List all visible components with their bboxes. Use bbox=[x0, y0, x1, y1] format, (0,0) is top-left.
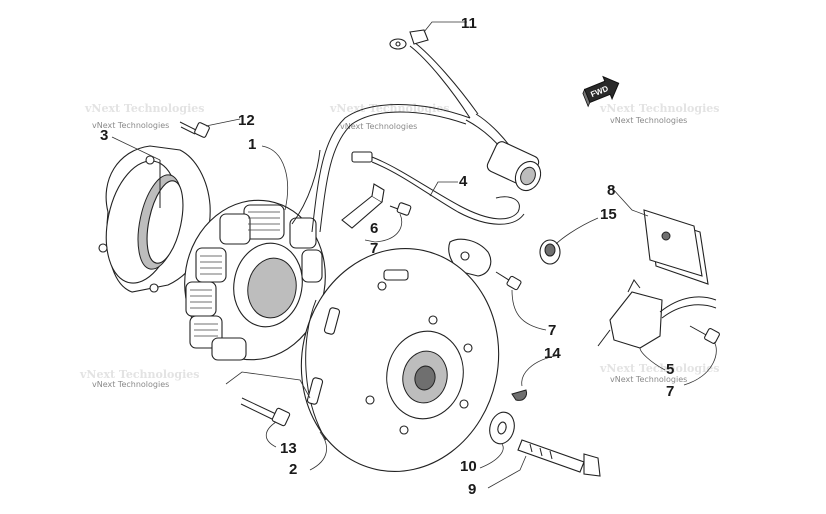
callout-8: 8 bbox=[607, 182, 615, 199]
callout-7: 7 bbox=[548, 322, 556, 339]
callout-1: 1 bbox=[248, 136, 256, 153]
stator-coil-assembly bbox=[184, 149, 326, 361]
watermark-ghost: vNext Technologies bbox=[599, 102, 719, 115]
watermark-ghost: vNext Technologies bbox=[84, 102, 204, 115]
woodruff-key bbox=[511, 389, 527, 401]
watermark-text: vNext Technologies bbox=[610, 116, 687, 125]
grommet bbox=[539, 239, 561, 265]
flywheel bbox=[300, 248, 500, 472]
callout-6: 6 bbox=[370, 220, 378, 237]
callouts: 11 12 3 1 4 6 7 8 15 7 14 5 7 13 2 10 9 bbox=[100, 15, 674, 498]
wire-harness bbox=[311, 41, 542, 233]
coil-screw bbox=[689, 325, 720, 344]
callout-14: 14 bbox=[544, 345, 561, 362]
callout-7: 7 bbox=[666, 383, 674, 400]
watermark-text: vNext Technologies bbox=[92, 380, 169, 389]
coil-windings bbox=[190, 211, 280, 337]
callout-11: 11 bbox=[461, 15, 477, 32]
callout-3: 3 bbox=[100, 127, 108, 144]
ground-screw bbox=[389, 29, 429, 50]
ignition-coil bbox=[597, 279, 717, 349]
label-plate bbox=[643, 209, 709, 285]
fwd-arrow-badge: FWD bbox=[582, 75, 620, 108]
bracket-screw bbox=[389, 202, 412, 216]
watermark-text: vNext Technologies bbox=[92, 121, 169, 130]
callout-12: 12 bbox=[238, 112, 255, 129]
callout-2: 2 bbox=[289, 461, 297, 478]
stator-screw bbox=[179, 121, 210, 138]
pickup-screw bbox=[495, 271, 522, 291]
callout-4: 4 bbox=[459, 173, 468, 190]
callout-5: 5 bbox=[666, 361, 674, 378]
watermark-text: vNext Technologies bbox=[610, 375, 687, 384]
leader-lines bbox=[111, 21, 717, 489]
callout-15: 15 bbox=[600, 206, 617, 223]
flywheel-screw bbox=[240, 397, 291, 427]
stator-plate bbox=[98, 145, 211, 293]
flywheel-washer bbox=[489, 411, 515, 445]
watermark-ghost: vNext Technologies bbox=[599, 362, 719, 375]
watermark-ghost: vNext Technologies bbox=[329, 102, 449, 115]
watermark-ghost: vNext Technologies bbox=[79, 368, 199, 381]
callout-7: 7 bbox=[370, 240, 378, 257]
callout-9: 9 bbox=[468, 481, 476, 498]
wire-bracket bbox=[341, 183, 385, 229]
callout-13: 13 bbox=[280, 440, 297, 457]
flywheel-bolt bbox=[517, 439, 601, 477]
watermark-text: vNext Technologies bbox=[340, 122, 417, 131]
callout-10: 10 bbox=[460, 458, 477, 475]
